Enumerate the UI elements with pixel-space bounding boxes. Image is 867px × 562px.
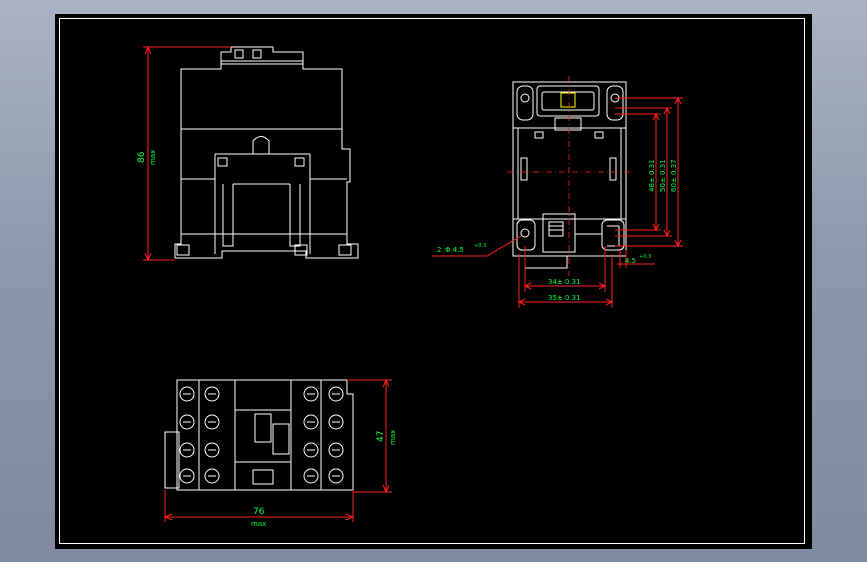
top-depth-unit: max xyxy=(389,430,397,445)
side-slot-width: 4.5 xyxy=(625,257,636,265)
side-slot-tolerance: +0.3 xyxy=(639,254,651,260)
side-body-outline xyxy=(512,81,627,257)
top-width-unit: max xyxy=(251,520,266,528)
drawing-sheet: 86 max xyxy=(55,14,812,549)
side-hole-diameter: Φ 4.5 xyxy=(445,246,464,254)
cad-drawing: 86 max xyxy=(59,18,805,544)
side-hole-count: 2 xyxy=(437,246,441,254)
side-dim-60: 60± 0.37 xyxy=(670,159,678,192)
side-center-clip xyxy=(542,213,576,253)
front-center-pin xyxy=(252,136,270,154)
frame-border xyxy=(59,18,805,544)
front-body-outline xyxy=(174,63,359,259)
side-dim-48: 48± 0.31 xyxy=(648,159,656,192)
front-height-value: 86 xyxy=(137,151,147,163)
top-screw xyxy=(179,386,195,402)
side-hole-tolerance: +0.3 xyxy=(474,243,486,249)
front-top-terminal xyxy=(220,46,304,64)
side-dim-35: 35± 0.31 xyxy=(548,294,581,302)
front-view: 86 max xyxy=(137,45,359,262)
front-top-screw-2 xyxy=(252,49,262,59)
front-height-unit: max xyxy=(149,150,157,165)
side-top-window xyxy=(536,85,600,117)
top-view: 76 max 47 max xyxy=(163,378,397,528)
side-dim-50: 50± 0.31 xyxy=(659,159,667,192)
side-dim-34: 34± 0.31 xyxy=(548,278,581,286)
top-depth-value: 47 xyxy=(376,431,386,442)
top-body-outline xyxy=(176,379,354,491)
front-top-screw-1 xyxy=(234,49,244,59)
side-view: 48± 0.31 50± 0.31 60± 0.37 34± 0.31 35± … xyxy=(432,76,683,308)
front-armature xyxy=(214,153,311,254)
top-width-value: 76 xyxy=(253,507,265,517)
